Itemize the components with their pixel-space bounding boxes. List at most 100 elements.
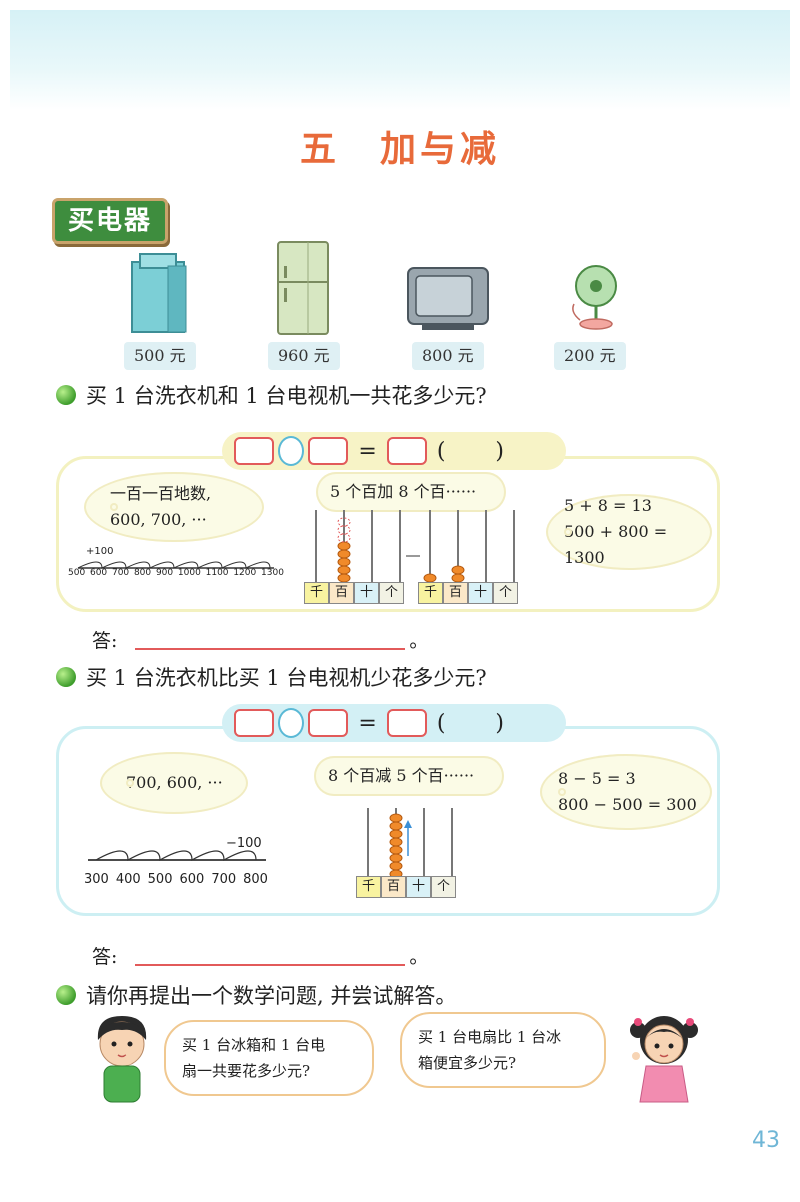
price-tag-fan: 200 元 <box>554 342 626 370</box>
question-1: 买 1 台洗衣机和 1 台电视机一共花多少元? <box>56 380 487 410</box>
tick-label: 500 <box>68 568 86 578</box>
number-line-step-label: −100 <box>226 836 262 851</box>
answer-2: 答: 。 <box>92 942 428 969</box>
place-tens: 十 <box>468 582 493 604</box>
bubble-text: 一百一百地数, <box>110 484 212 503</box>
unit-paren[interactable]: () <box>436 438 555 464</box>
tick-label: 1000 <box>177 568 201 578</box>
number-line-step-label: +100 <box>86 546 114 557</box>
bullet-icon <box>56 985 76 1005</box>
price-tag-television: 800 元 <box>412 342 484 370</box>
washing-machine-illustration <box>131 253 187 333</box>
thought-bubble-count-back: 700, 600, ··· <box>100 752 248 814</box>
price-tag-washing-machine: 500 元 <box>124 342 196 370</box>
title-number: 五 <box>299 129 340 170</box>
number-line-ticks: 300 400 500 600 700 800 <box>84 872 268 887</box>
title-text: 加与减 <box>380 129 501 170</box>
place-ones: 个 <box>431 876 456 898</box>
equation-bar-1: = () <box>222 432 566 470</box>
bubble-text: 买 1 台电扇比 1 台冰 <box>418 1028 562 1046</box>
equation-box[interactable] <box>308 437 349 465</box>
page-number: 43 <box>752 1128 780 1153</box>
question-3-text: 请你再提出一个数学问题, 并尝试解答。 <box>86 984 457 1008</box>
refrigerator-illustration <box>277 241 329 335</box>
answer-input[interactable] <box>135 946 406 966</box>
place-value-row: 千 百 十 个 <box>418 582 518 604</box>
thought-bubble-beads-add: 5 个百加 8 个百······ <box>316 472 506 512</box>
bubble-text: 5 + 8 = 13 <box>564 496 652 515</box>
operator-circle[interactable] <box>278 708 305 738</box>
tick-label: 600 <box>89 568 108 578</box>
number-line-subtract <box>88 850 266 862</box>
question-3: 请你再提出一个数学问题, 并尝试解答。 <box>56 980 456 1010</box>
operator-circle[interactable] <box>278 436 305 466</box>
bubble-text: 8 个百减 5 个百······ <box>328 766 475 785</box>
bullet-icon <box>56 385 76 405</box>
bubble-text: 600, 700, ··· <box>110 510 207 529</box>
place-value-row: 千 百 十 个 <box>304 582 404 604</box>
place-tens: 十 <box>354 582 379 604</box>
equals-sign: = <box>358 710 377 736</box>
question-2-text: 买 1 台洗衣机比买 1 台电视机少花多少元? <box>86 666 487 690</box>
equation-box[interactable] <box>234 709 275 737</box>
tick-label: 600 <box>179 872 205 887</box>
tick-label: 1300 <box>261 568 284 578</box>
bubble-text: 扇一共要花多少元? <box>182 1062 311 1080</box>
tick-label: 800 <box>133 568 152 578</box>
bubble-text: 800 − 500 = 300 <box>558 795 697 814</box>
place-hundreds: 百 <box>381 876 406 898</box>
place-value-row: 千 百 十 个 <box>356 876 456 898</box>
bubble-text: 500 + 800 = 1300 <box>564 522 668 567</box>
tick-label: 500 <box>147 872 173 887</box>
place-thousands: 千 <box>418 582 443 604</box>
abacus-subtract <box>367 808 453 879</box>
abacus-add <box>315 510 515 583</box>
equation-bar-2: = () <box>222 704 566 742</box>
place-hundreds: 百 <box>443 582 468 604</box>
place-ones: 个 <box>379 582 404 604</box>
tick-label: 800 <box>243 872 268 887</box>
tick-label: 1100 <box>205 568 229 578</box>
tick-label: 400 <box>115 872 141 887</box>
answer-1: 答: 。 <box>92 626 428 653</box>
answer-input[interactable] <box>135 630 406 650</box>
question-2: 买 1 台洗衣机比买 1 台电视机少花多少元? <box>56 662 487 692</box>
unit-paren[interactable]: () <box>436 710 555 736</box>
boy-speech-bubble: 买 1 台冰箱和 1 台电 扇一共要花多少元? <box>164 1020 374 1096</box>
place-hundreds: 百 <box>329 582 354 604</box>
bullet-icon <box>56 667 76 687</box>
price-tag-refrigerator: 960 元 <box>268 342 340 370</box>
place-tens: 十 <box>406 876 431 898</box>
answer-label: 答: <box>92 630 118 652</box>
thought-bubble-count: 一百一百地数, 600, 700, ··· <box>84 472 264 542</box>
thought-bubble-beads-subtract: 8 个百减 5 个百······ <box>314 756 504 796</box>
bubble-text: 5 个百加 8 个百······ <box>330 482 477 501</box>
boy-illustration <box>97 1016 147 1103</box>
section-tag: 买电器 <box>52 198 168 244</box>
tick-label: 900 <box>155 568 174 578</box>
girl-speech-bubble: 买 1 台电扇比 1 台冰 箱便宜多少元? <box>400 1012 606 1088</box>
place-thousands: 千 <box>356 876 381 898</box>
bubble-text: 700, 600, ··· <box>126 773 223 792</box>
answer-label: 答: <box>92 946 118 968</box>
thought-bubble-calc-subtract: 8 − 5 = 3 800 − 500 = 300 <box>540 754 712 830</box>
girl-illustration <box>630 1016 698 1103</box>
tick-label: 700 <box>211 872 237 887</box>
result-box[interactable] <box>386 709 427 737</box>
equation-box[interactable] <box>308 709 349 737</box>
result-box[interactable] <box>386 437 427 465</box>
tick-label: 300 <box>84 872 109 887</box>
electric-fan-illustration <box>572 265 617 330</box>
place-ones: 个 <box>493 582 518 604</box>
number-line-ticks: 500 600 700 800 900 1000 1100 1200 1300 <box>68 568 284 578</box>
bubble-text: 箱便宜多少元? <box>418 1054 517 1072</box>
question-1-text: 买 1 台洗衣机和 1 台电视机一共花多少元? <box>86 384 487 408</box>
place-thousands: 千 <box>304 582 329 604</box>
page-title: 五加与减 <box>0 120 800 172</box>
number-line-add <box>77 561 274 569</box>
bubble-text: 8 − 5 = 3 <box>558 769 636 788</box>
tick-label: 700 <box>111 568 130 578</box>
equation-box[interactable] <box>234 437 275 465</box>
equals-sign: = <box>358 438 377 464</box>
header-band <box>10 10 790 110</box>
